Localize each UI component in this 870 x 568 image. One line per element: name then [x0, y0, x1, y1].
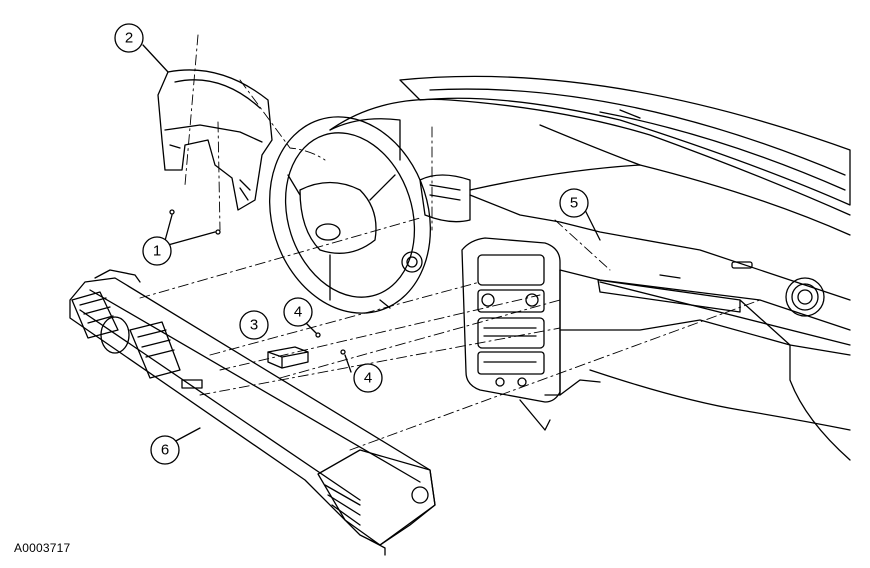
- svg-text:1: 1: [153, 243, 161, 260]
- dashboard-top-edge: [399, 75, 851, 206]
- center-stack: [461, 237, 561, 431]
- callout-2: 2: [114, 23, 144, 53]
- callout-6: 6: [150, 435, 180, 465]
- module-part: [267, 346, 309, 369]
- callout-3: 3: [239, 310, 269, 340]
- steering-wheel: [268, 116, 471, 314]
- svg-text:5: 5: [570, 195, 578, 212]
- figure-id-label: A0003717: [14, 541, 71, 555]
- callout-4-lower: 4: [353, 363, 383, 393]
- alignment-lines: [139, 34, 761, 451]
- callout-5: 5: [559, 188, 589, 218]
- callout-4-upper: 4: [283, 297, 313, 327]
- callouts: 2 1 5 3 4 4 6: [114, 23, 589, 465]
- callout-1: 1: [142, 236, 172, 266]
- svg-text:4: 4: [364, 370, 372, 387]
- instrument-panel-body: [329, 98, 851, 461]
- svg-text:4: 4: [294, 304, 302, 321]
- svg-text:6: 6: [161, 442, 169, 459]
- svg-text:2: 2: [125, 30, 133, 47]
- screws: [169, 209, 346, 355]
- svg-text:3: 3: [250, 317, 258, 334]
- cluster-bezel: [157, 69, 273, 211]
